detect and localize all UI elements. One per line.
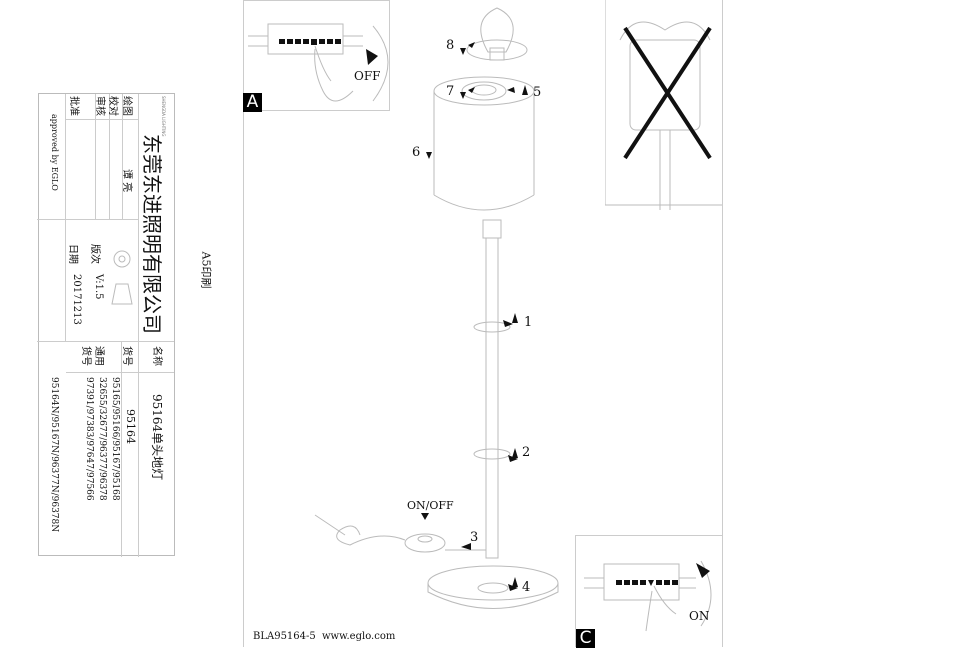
document-code: BLA95164-5 (253, 631, 316, 642)
common-label-2: 货号 (80, 346, 91, 366)
version: V:1.5 (93, 274, 104, 300)
step-4: 4 (522, 580, 531, 595)
step-3: 3 (470, 530, 479, 545)
common-items-1: 95165/95166/95167/95168 (110, 377, 120, 501)
label-review: 审核 (94, 96, 105, 116)
on-label: ON (689, 609, 710, 623)
label-check: 校对 (107, 96, 118, 116)
page-border-right (722, 0, 723, 647)
drawer-name: 谭 亮 (121, 169, 132, 193)
date-label: 日期 (67, 244, 78, 264)
date: 20171213 (71, 274, 82, 325)
breaker-on-drawing (584, 560, 712, 632)
product-name: 95164单头地灯 (150, 394, 164, 481)
breaker-off-drawing (248, 23, 389, 102)
wrong-assembly-drawing (605, 0, 722, 210)
switch-label: ON/OFF (407, 499, 454, 512)
title-block: SHENGDA LIGHTING 东莞东进照明有限公司 绘图 谭 亮 校对 审核… (37, 93, 175, 557)
name-label: 名称 (151, 346, 162, 366)
company-name: 东莞东进照明有限公司 (140, 134, 164, 334)
label-draw: 绘图 (121, 96, 132, 116)
print-note: A5印刷 (199, 251, 213, 289)
step-6: 6 (412, 145, 421, 160)
common-items-3: 97391/97383/97647/97566 (84, 377, 94, 501)
panel-c-label: C (576, 629, 595, 648)
projection-symbol (111, 250, 133, 305)
off-label: OFF (354, 69, 381, 83)
common-label-1: 通用 (93, 346, 104, 366)
approved-by: approved by EGLO (50, 114, 59, 191)
website-link[interactable]: www.eglo.com (322, 631, 396, 642)
step-1: 1 (524, 315, 533, 330)
page-border-left (243, 0, 244, 647)
logo: SHENGDA LIGHTING (161, 96, 166, 137)
step-2: 2 (522, 445, 531, 460)
common-items-2: 32655/32677/96377/96378 (97, 377, 107, 501)
item-label: 货号 (121, 346, 132, 366)
panel-c: ON C (575, 535, 722, 648)
panel-a: OFF A (243, 0, 390, 112)
step-5: 5 (533, 85, 542, 100)
item-number: 95164 (124, 409, 137, 444)
step-8: 8 (446, 38, 455, 53)
lamp-exploded-drawing (314, 7, 559, 609)
step-7: 7 (446, 84, 455, 99)
panel-a-label: A (243, 93, 262, 112)
label-approve: 批准 (68, 96, 79, 116)
extra-items: 95164N/95167N/96377N/96378N (49, 377, 59, 533)
version-label: 版次 (89, 244, 100, 264)
